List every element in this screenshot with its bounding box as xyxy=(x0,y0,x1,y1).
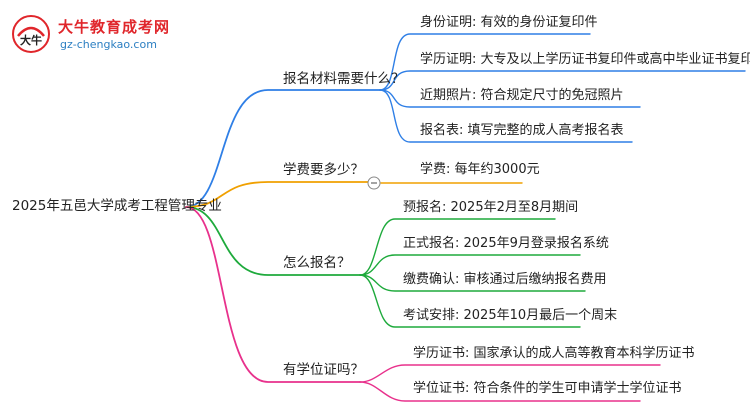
connector-leaf-degree-0 xyxy=(359,364,661,383)
connector-leaf-apply-0 xyxy=(359,218,556,276)
leaf-pre-registration[interactable]: 预报名: 2025年2月至8月期间 xyxy=(403,200,579,215)
connector-how-to-apply xyxy=(185,206,361,276)
leaf-id-proof[interactable]: 身份证明: 有效的身份证复印件 xyxy=(420,15,598,30)
leaf-tuition[interactable]: 学费: 每年约3000元 xyxy=(420,162,540,177)
connector-leaf-materials-0 xyxy=(379,33,591,91)
connector-leaf-apply-3 xyxy=(359,274,581,328)
logo-mark-text: 大牛 xyxy=(20,33,42,47)
connector-tuition xyxy=(185,181,369,208)
connector-leaf-apply-1 xyxy=(359,254,581,276)
logo-icon: 大牛 xyxy=(12,15,50,53)
collapse-toggle-icon[interactable] xyxy=(367,176,381,190)
root-node[interactable]: 2025年五邑大学成考工程管理专业 xyxy=(12,198,222,214)
leaf-exam[interactable]: 考试安排: 2025年10月最后一个周末 xyxy=(403,308,618,323)
branch-how-to-apply[interactable]: 怎么报名？ xyxy=(283,255,351,271)
connector-leaf-materials-2 xyxy=(379,89,641,108)
leaf-education-proof[interactable]: 学历证明: 大专及以上学历证书复印件或高中毕业证书复印件 xyxy=(420,52,750,67)
connector-leaf-degree-1 xyxy=(359,381,641,402)
leaf-photo[interactable]: 近期照片: 符合规定尺寸的免冠照片 xyxy=(420,88,624,103)
leaf-degree-certificate[interactable]: 学位证书: 符合条件的学生可申请学士学位证书 xyxy=(413,381,682,396)
connector-materials xyxy=(185,89,381,208)
branch-materials[interactable]: 报名材料需要什么？ xyxy=(283,71,405,87)
site-logo[interactable]: 大牛 大牛教育成考网 gz-chengkao.com xyxy=(10,10,180,56)
leaf-diploma[interactable]: 学历证书: 国家承认的成人高等教育本科学历证书 xyxy=(413,346,695,361)
logo-url: gz-chengkao.com xyxy=(60,38,157,51)
connector-leaf-materials-1 xyxy=(379,70,746,91)
branch-tuition[interactable]: 学费要多少？ xyxy=(283,162,364,178)
logo-title: 大牛教育成考网 xyxy=(58,18,171,36)
branch-degree[interactable]: 有学位证吗？ xyxy=(283,362,364,378)
connector-leaf-apply-2 xyxy=(359,274,586,292)
leaf-form[interactable]: 报名表: 填写完整的成人高考报名表 xyxy=(420,123,624,138)
leaf-payment[interactable]: 缴费确认: 审核通过后缴纳报名费用 xyxy=(403,272,607,287)
leaf-formal-registration[interactable]: 正式报名: 2025年9月登录报名系统 xyxy=(403,236,609,251)
connector-degree xyxy=(185,206,361,383)
connector-leaf-materials-3 xyxy=(379,89,633,143)
